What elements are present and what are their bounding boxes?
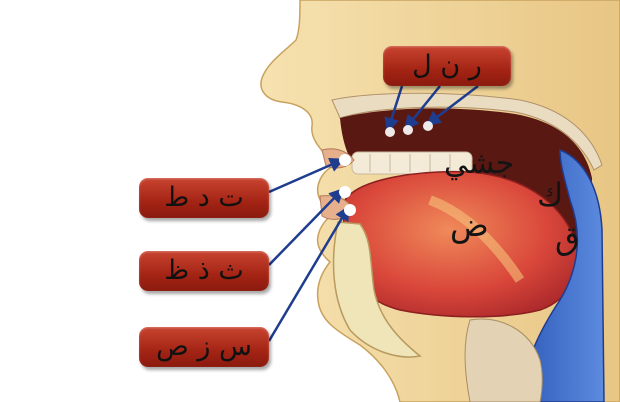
label-box-1: ت د ط (139, 178, 269, 218)
arrow-box2 (268, 187, 345, 266)
mouth-letter-kaf: ك (537, 176, 564, 214)
label-box-top: ر ن ل (383, 46, 511, 86)
arrow-box3 (267, 205, 350, 342)
pointer-arrows (267, 85, 479, 342)
articulation-points (339, 121, 433, 216)
mouth-letter-qaf: ق (555, 219, 580, 257)
tongue-highlight (428, 195, 525, 283)
pharynx (519, 148, 605, 402)
label-top-text: ر ن ل (412, 50, 482, 81)
arrow-top-2 (404, 85, 441, 131)
label-2-text: ث ذ ظ (164, 255, 244, 286)
upper-teeth (351, 151, 473, 175)
label-1-text: ت د ط (164, 182, 244, 213)
label-box-2: ث ذ ظ (139, 251, 269, 291)
arrow-top-3 (425, 85, 479, 126)
arrow-top-1 (384, 85, 404, 133)
larynx (464, 318, 543, 402)
label-box-3: س ز ص (139, 327, 269, 367)
label-3-text: س ز ص (156, 331, 252, 362)
mouth-letter-jshy: جشي (444, 146, 515, 181)
mouth-letter-dad: ض (450, 206, 489, 244)
jaw-bone (332, 221, 422, 358)
palate-bone (331, 92, 603, 171)
arrow-box1 (268, 157, 345, 194)
